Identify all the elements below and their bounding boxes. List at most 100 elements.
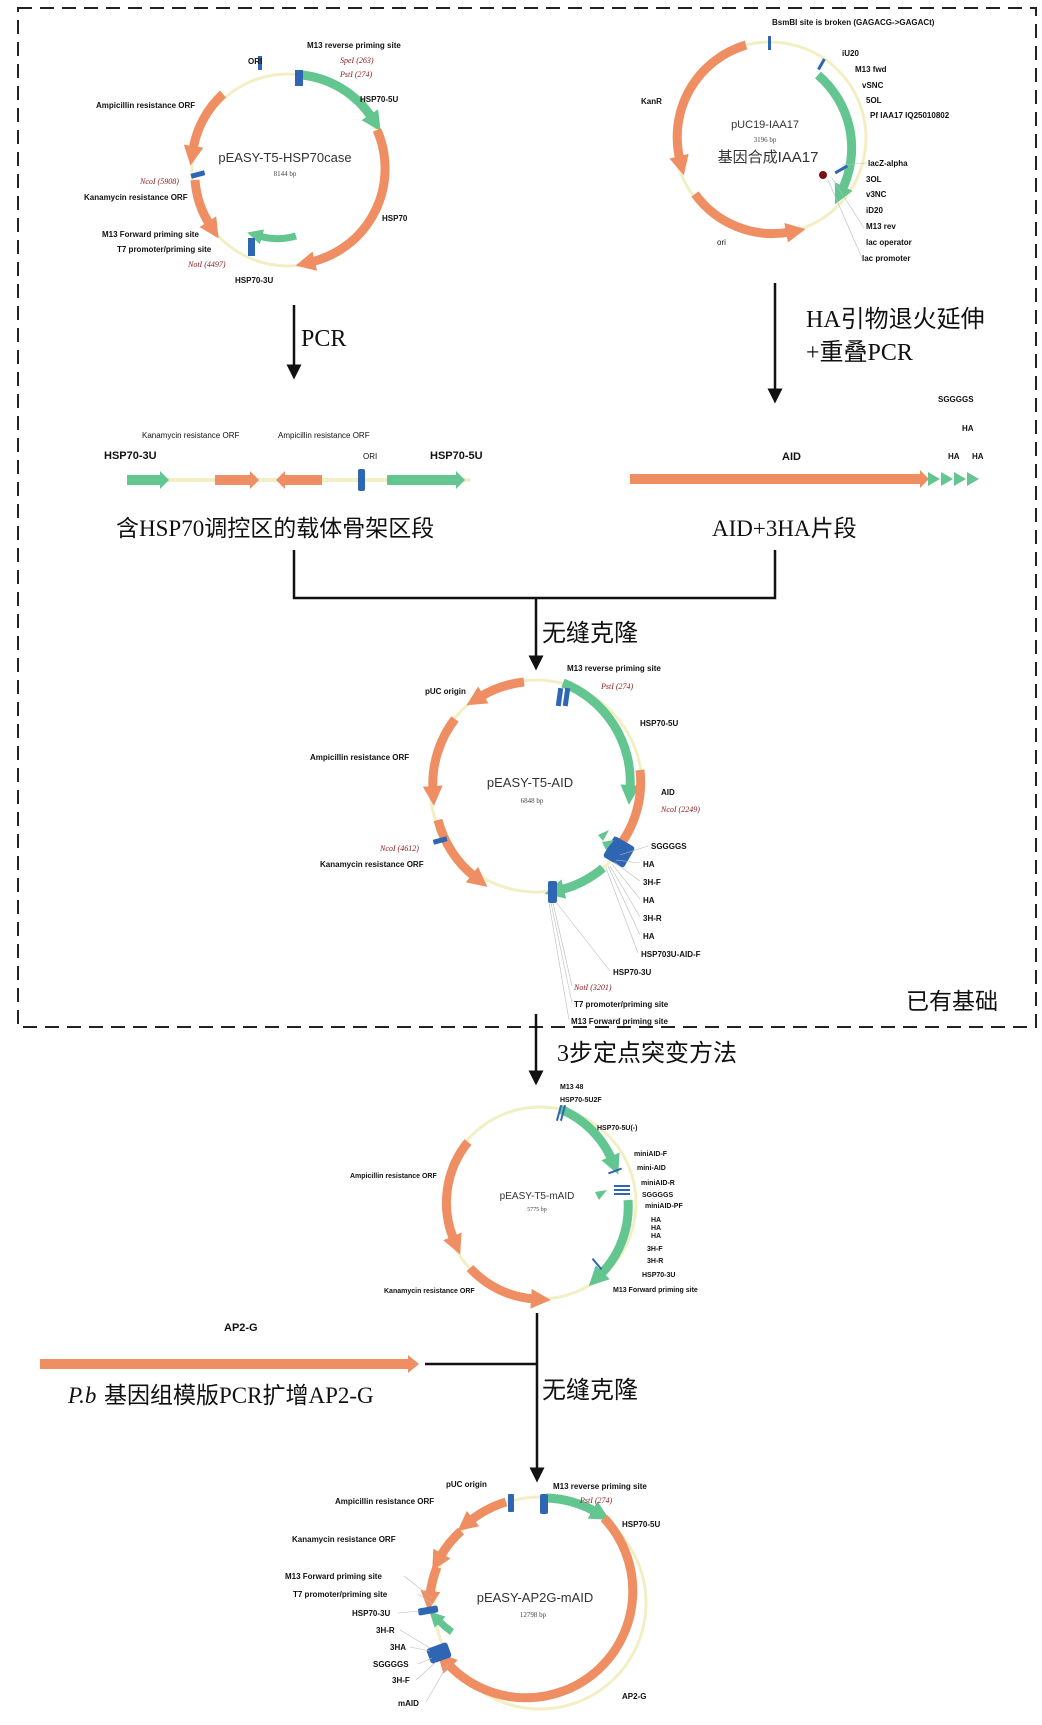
svg-text:PstI (274): PstI (274) xyxy=(600,682,634,691)
backbone-fragment: HSP70-3U Kanamycin resistance ORF Ampici… xyxy=(104,431,483,541)
svg-text:T7 promoter/priming site: T7 promoter/priming site xyxy=(574,1000,669,1009)
svg-text:P.b: P.b xyxy=(67,1383,96,1408)
seamless-cloning-step-1: 无缝克隆 xyxy=(292,550,777,671)
svg-text:M13 reverse priming site: M13 reverse priming site xyxy=(307,41,401,50)
svg-text:5775 bp: 5775 bp xyxy=(527,1207,547,1213)
svg-text:8144 bp: 8144 bp xyxy=(274,170,297,178)
svg-text:Ampicillin resistance ORF: Ampicillin resistance ORF xyxy=(310,753,409,762)
svg-text:含HSP70调控区的载体骨架区段: 含HSP70调控区的载体骨架区段 xyxy=(116,516,434,541)
svg-text:HA: HA xyxy=(651,1217,661,1224)
svg-text:HA: HA xyxy=(651,1225,661,1232)
svg-text:SGGGGS: SGGGGS xyxy=(642,1192,673,1199)
existing-basis-frame xyxy=(17,7,1037,1028)
svg-text:HSP70-5U: HSP70-5U xyxy=(430,450,483,462)
svg-text:HSP70-5U: HSP70-5U xyxy=(360,95,398,104)
svg-text:12798 bp: 12798 bp xyxy=(520,1611,547,1619)
svg-text:Kanamycin resistance ORF: Kanamycin resistance ORF xyxy=(320,860,424,869)
svg-text:HA引物退火延伸: HA引物退火延伸 xyxy=(806,306,985,333)
svg-text:M13 fwd: M13 fwd xyxy=(855,65,887,74)
svg-text:AID: AID xyxy=(782,451,801,463)
svg-text:+重叠PCR: +重叠PCR xyxy=(806,339,913,366)
svg-text:3196 bp: 3196 bp xyxy=(754,136,777,144)
svg-text:3OL: 3OL xyxy=(866,175,882,184)
svg-text:pEASY-T5-mAID: pEASY-T5-mAID xyxy=(500,1191,575,1202)
svg-text:ori: ori xyxy=(717,238,726,247)
pcr-step: PCR xyxy=(286,305,346,380)
plasmid-peasy-t5-aid: pEASY-T5-AID 6848 bp M13 reverse priming… xyxy=(310,664,701,1026)
svg-text:AID+3HA片段: AID+3HA片段 xyxy=(712,516,857,541)
svg-text:SGGGGS: SGGGGS xyxy=(373,1660,409,1669)
svg-text:M13 rev: M13 rev xyxy=(866,222,896,231)
ha-overlap-pcr-step: HA引物退火延伸 +重叠PCR xyxy=(767,283,985,404)
svg-text:SGGGGS: SGGGGS xyxy=(938,395,974,404)
svg-text:HSP70-5U2F: HSP70-5U2F xyxy=(560,1097,602,1104)
svg-text:AP2-G: AP2-G xyxy=(622,1692,646,1701)
svg-text:HSP70-3U: HSP70-3U xyxy=(613,968,651,977)
svg-text:KanR: KanR xyxy=(641,97,662,106)
svg-text:SGGGGS: SGGGGS xyxy=(651,842,687,851)
svg-text:3H-R: 3H-R xyxy=(376,1626,395,1635)
svg-text:3H-F: 3H-F xyxy=(643,878,661,887)
svg-text:iU20: iU20 xyxy=(842,49,859,58)
svg-text:HSP70-3U: HSP70-3U xyxy=(235,276,273,285)
plasmid-peasy-ap2g-mAID: pEASY-AP2G-mAID 12798 bp pUC origin M13 … xyxy=(285,1480,660,1711)
mutagenesis-step: 3步定点突变方法 xyxy=(528,1014,737,1086)
svg-text:NcoI (2249): NcoI (2249) xyxy=(660,805,700,814)
svg-text:Ampicillin resistance ORF: Ampicillin resistance ORF xyxy=(278,431,370,440)
plasmid-peasy-t5-hsp70case: pEASY-T5-HSP70case 8144 bp ORI M13 rever… xyxy=(84,41,408,285)
svg-text:lac operator: lac operator xyxy=(866,238,912,247)
svg-text:HSP70-3U: HSP70-3U xyxy=(104,450,157,462)
svg-text:HSP70: HSP70 xyxy=(382,214,408,223)
svg-text:ORI: ORI xyxy=(248,57,262,66)
svg-text:PstI (274): PstI (274) xyxy=(579,1496,613,1505)
svg-text:HA: HA xyxy=(643,932,655,941)
svg-text:无缝克隆: 无缝克隆 xyxy=(542,620,638,647)
svg-text:NcoI (5908): NcoI (5908) xyxy=(139,177,179,186)
svg-text:Kanamycin resistance ORF: Kanamycin resistance ORF xyxy=(142,431,239,440)
svg-text:3H-R: 3H-R xyxy=(643,914,662,923)
svg-text:HSP703U-AID-F: HSP703U-AID-F xyxy=(641,950,701,959)
ap2g-fragment: AP2-G P.b 基因组模版PCR扩增AP2-G xyxy=(40,1322,419,1408)
svg-text:mAID: mAID xyxy=(398,1699,419,1708)
svg-text:HSP70-5U: HSP70-5U xyxy=(622,1520,660,1529)
svg-text:NotI (4497): NotI (4497) xyxy=(187,260,226,269)
svg-text:Kanamycin resistance ORF: Kanamycin resistance ORF xyxy=(292,1535,396,1544)
svg-text:基因合成IAA17: 基因合成IAA17 xyxy=(718,149,819,166)
svg-text:AP2-G: AP2-G xyxy=(224,1322,258,1334)
svg-text:pUC19-IAA17: pUC19-IAA17 xyxy=(731,119,799,131)
svg-text:HSP70-5U: HSP70-5U xyxy=(640,719,678,728)
svg-text:3H-F: 3H-F xyxy=(647,1246,663,1253)
svg-text:3步定点突变方法: 3步定点突变方法 xyxy=(557,1040,737,1067)
svg-text:vSNC: vSNC xyxy=(862,81,884,90)
svg-text:pEASY-T5-AID: pEASY-T5-AID xyxy=(487,775,573,790)
seamless-cloning-step-2: 无缝克隆 xyxy=(425,1313,638,1483)
svg-text:6848 bp: 6848 bp xyxy=(521,797,544,805)
svg-text:Kanamycin resistance ORF: Kanamycin resistance ORF xyxy=(384,1288,475,1295)
svg-text:iD20: iD20 xyxy=(866,206,883,215)
svg-text:HA: HA xyxy=(972,452,984,461)
svg-text:PstI (274): PstI (274) xyxy=(339,70,373,79)
svg-text:miniAID-PF: miniAID-PF xyxy=(645,1203,683,1210)
svg-text:NotI (3201): NotI (3201) xyxy=(573,983,612,992)
plasmid-peasy-t5-mAID: pEASY-T5-mAID 5775 bp M13 48 HSP70-5U2F … xyxy=(350,1084,698,1309)
svg-text:HA: HA xyxy=(643,860,655,869)
svg-text:HA: HA xyxy=(643,896,655,905)
svg-text:Ampicillin resistance ORF: Ampicillin resistance ORF xyxy=(96,101,195,110)
svg-text:HA: HA xyxy=(962,424,974,433)
svg-text:3HA: 3HA xyxy=(390,1643,406,1652)
svg-text:lacZ-alpha: lacZ-alpha xyxy=(868,159,908,168)
svg-text:T7 promoter/priming site: T7 promoter/priming site xyxy=(293,1590,388,1599)
svg-text:T7 promoter/priming site: T7 promoter/priming site xyxy=(117,245,212,254)
svg-text:Kanamycin resistance ORF: Kanamycin resistance ORF xyxy=(84,193,188,202)
svg-text:3H-R: 3H-R xyxy=(647,1258,663,1265)
svg-text:ORI: ORI xyxy=(363,452,377,461)
svg-text:lac promoter: lac promoter xyxy=(862,254,910,263)
svg-text:HA: HA xyxy=(948,452,960,461)
svg-text:PCR: PCR xyxy=(301,326,346,352)
svg-text:pEASY-AP2G-mAID: pEASY-AP2G-mAID xyxy=(477,1590,594,1605)
svg-text:3H-F: 3H-F xyxy=(392,1676,410,1685)
svg-text:M13 reverse priming site: M13 reverse priming site xyxy=(567,664,661,673)
svg-text:NcoI (4612): NcoI (4612) xyxy=(379,844,419,853)
svg-text:M13 Forward priming site: M13 Forward priming site xyxy=(285,1572,382,1581)
